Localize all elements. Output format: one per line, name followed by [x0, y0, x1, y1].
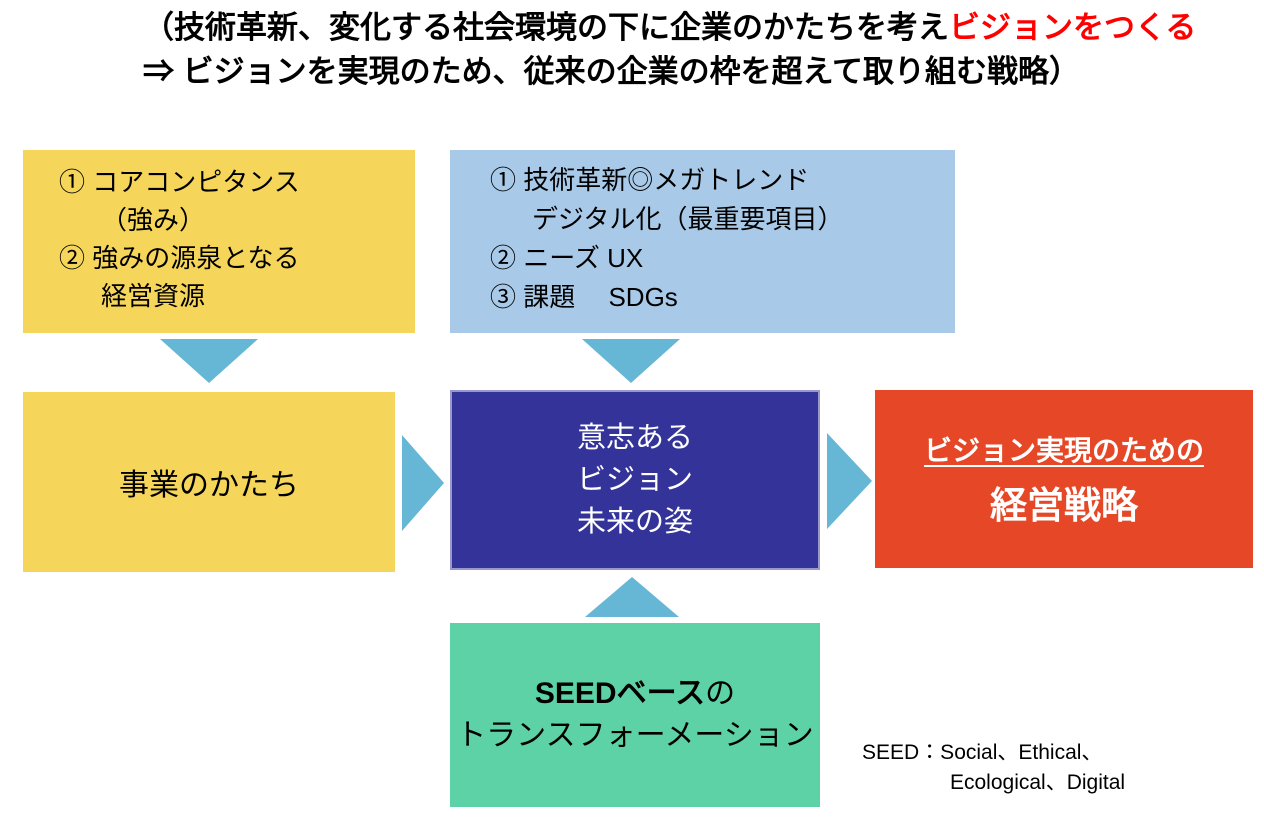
vision-line: 意志ある: [576, 422, 693, 454]
core-competence-line: 経営資源: [101, 281, 206, 311]
external-environment-line: ③ 課題 SDGs: [490, 282, 678, 312]
diagram-title: （技術革新、変化する社会環境の下に企業のかたちを考えビジョンをつくる ⇒ ビジョ…: [143, 6, 1196, 94]
seed-line1-bold: SEEDベース: [534, 677, 706, 710]
business-shape-label: 事業のかたち: [119, 469, 299, 502]
management-strategy-line1: ビジョン実現のための: [923, 435, 1204, 466]
external-environment-line: デジタル化（最重要項目）: [532, 204, 844, 234]
title-line1-red: ビジョンをつくる: [949, 10, 1197, 45]
arrow-right-business-to-vision-icon: [402, 435, 444, 531]
seed-footnote-line2: Ecological、Digital: [950, 771, 1126, 794]
core-competence-line: ② 強みの源泉となる: [59, 243, 300, 273]
business-shape-box: 事業のかたち: [23, 392, 395, 572]
seed-line1: SEEDベースの: [535, 673, 735, 715]
vision-line: 未来の姿: [576, 506, 693, 538]
title-line2: ⇒ ビジョンを実現のため、従来の企業の枠を超えて取り組む戦略）: [143, 54, 1081, 89]
seed-transformation-box: SEEDベースの トランスフォーメーション: [450, 623, 820, 807]
vision-line: ビジョン: [576, 464, 693, 496]
title-line1: （技術革新、変化する社会環境の下に企業のかたちを考えビジョンをつくる: [143, 6, 1196, 50]
external-environment-box: ① 技術革新◎メガトレンド デジタル化（最重要項目） ② ニーズ UX ③ 課題…: [450, 150, 955, 333]
vision-box: 意志ある ビジョン 未来の姿: [450, 390, 820, 570]
management-strategy-box: ビジョン実現のための 経営戦略: [875, 390, 1253, 568]
core-competence-box: ① コアコンピタンス （強み） ② 強みの源泉となる 経営資源: [23, 150, 415, 333]
title-line1-black: （技術革新、変化する社会環境の下に企業のかたちを考え: [143, 10, 949, 45]
arrow-down-from-core-box-icon: [160, 339, 258, 383]
arrow-right-vision-to-strategy-icon: [827, 433, 872, 529]
external-environment-line: ① 技術革新◎メガトレンド: [490, 165, 810, 195]
seed-footnote: SEED：Social、Ethical、 Ecological、Digital: [862, 738, 1125, 798]
core-competence-line: ① コアコンピタンス: [59, 167, 300, 197]
arrow-down-from-environment-box-icon: [582, 339, 680, 383]
core-competence-line: （強み）: [101, 205, 206, 235]
management-strategy-line2: 経営戦略: [990, 485, 1138, 526]
seed-line2: トランスフォーメーション: [456, 719, 814, 752]
seed-line1-suffix: の: [705, 677, 736, 710]
external-environment-line: ② ニーズ UX: [490, 243, 644, 273]
seed-footnote-line1: SEED：Social、Ethical、: [862, 741, 1103, 764]
arrow-up-from-seed-box-icon: [585, 577, 679, 617]
